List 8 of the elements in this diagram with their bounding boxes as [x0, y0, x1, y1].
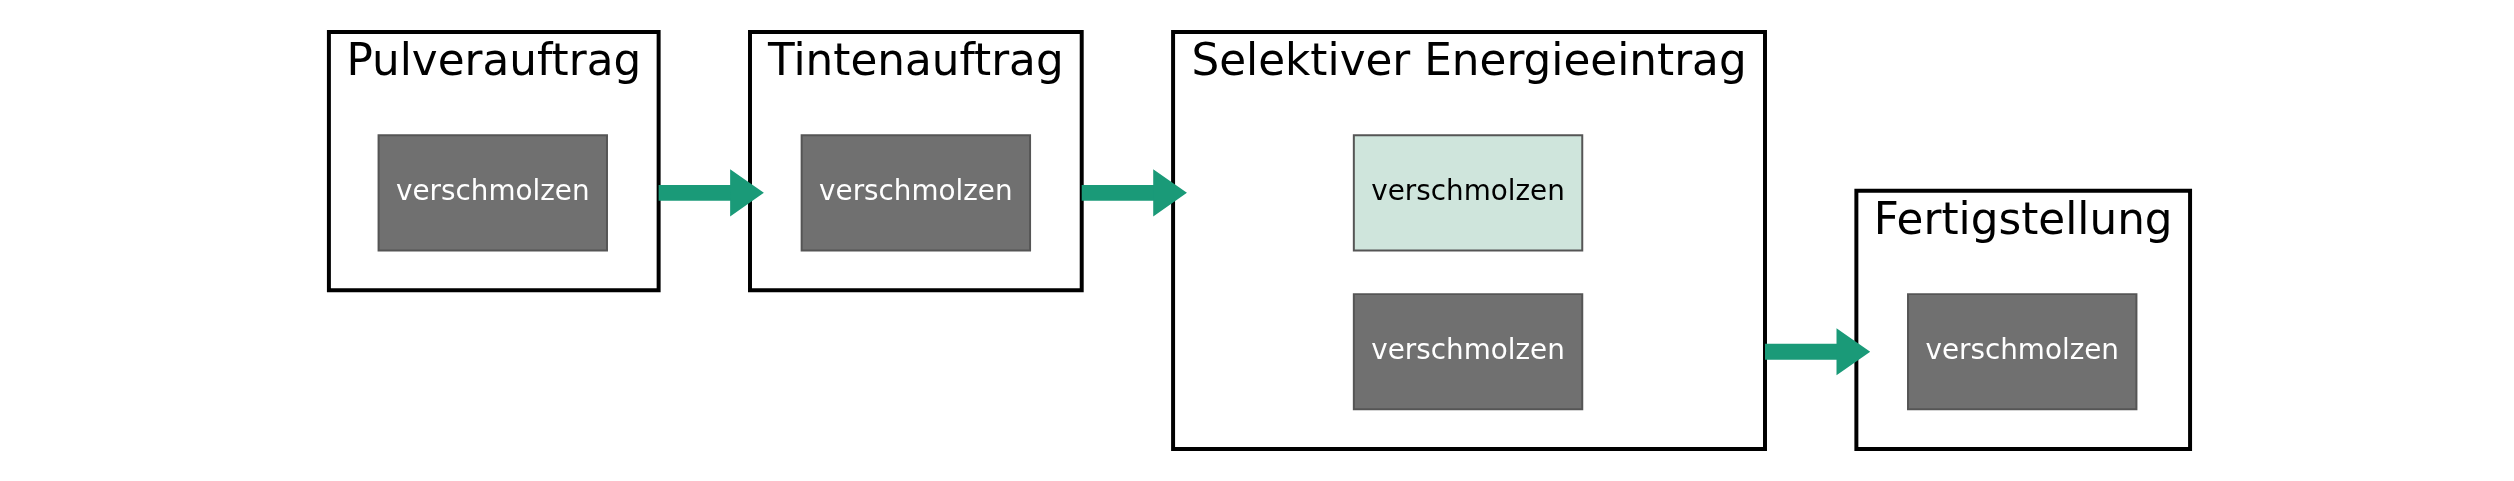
- node-box: verschmolzen: [800, 134, 1031, 252]
- arrow: [658, 169, 764, 217]
- arrow: [1081, 169, 1187, 217]
- node-box: verschmolzen: [1352, 134, 1583, 252]
- node-box: verschmolzen: [1352, 293, 1583, 411]
- node-box: verschmolzen: [1906, 293, 2137, 411]
- node-box: verschmolzen: [377, 134, 608, 252]
- arrow: [1764, 328, 1870, 376]
